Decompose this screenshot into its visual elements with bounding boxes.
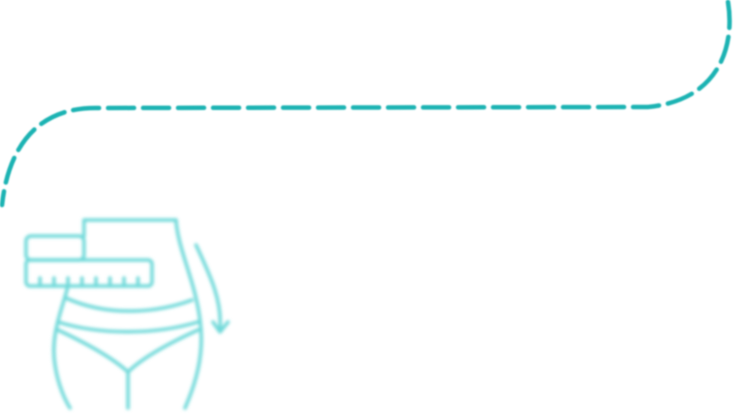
torso-right (174, 218, 204, 410)
dashed-curve-connector (0, 0, 732, 208)
side-arrow-head (211, 320, 230, 334)
tape-ticks (38, 276, 140, 288)
torso-top (82, 218, 178, 238)
torso-left (52, 284, 72, 410)
legs-curve (56, 328, 200, 374)
waist-measuring-tape-icon (24, 218, 230, 410)
hip-curve (56, 320, 200, 334)
side-arrow-line (194, 243, 222, 330)
waist-line (64, 296, 194, 313)
tape-box (24, 234, 86, 262)
tape-strip (24, 258, 154, 288)
